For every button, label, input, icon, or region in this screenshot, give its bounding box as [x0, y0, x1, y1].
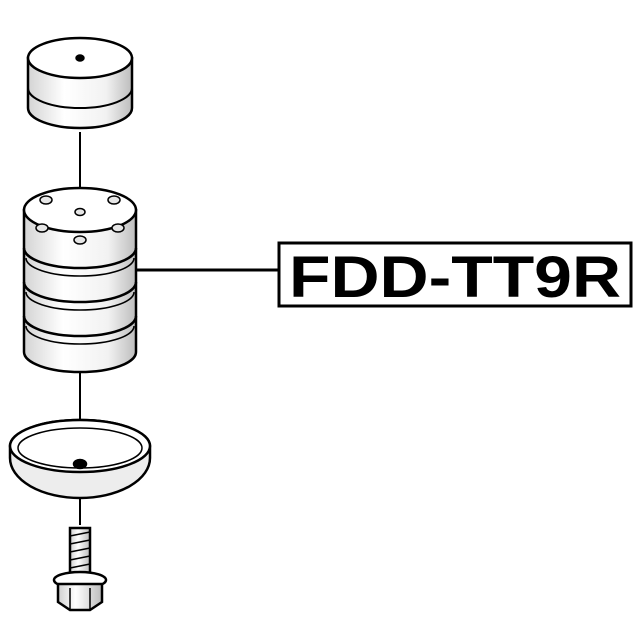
part-number-label: FDD-TT9R	[277, 241, 633, 310]
cylinder-cap-icon	[26, 36, 134, 130]
dish-plate-icon	[8, 418, 152, 500]
bolt-icon	[52, 526, 108, 612]
stacked-rings-icon	[22, 186, 138, 374]
part-number-frame	[277, 241, 633, 308]
part-number-text: FDD-TT9R	[289, 245, 621, 310]
